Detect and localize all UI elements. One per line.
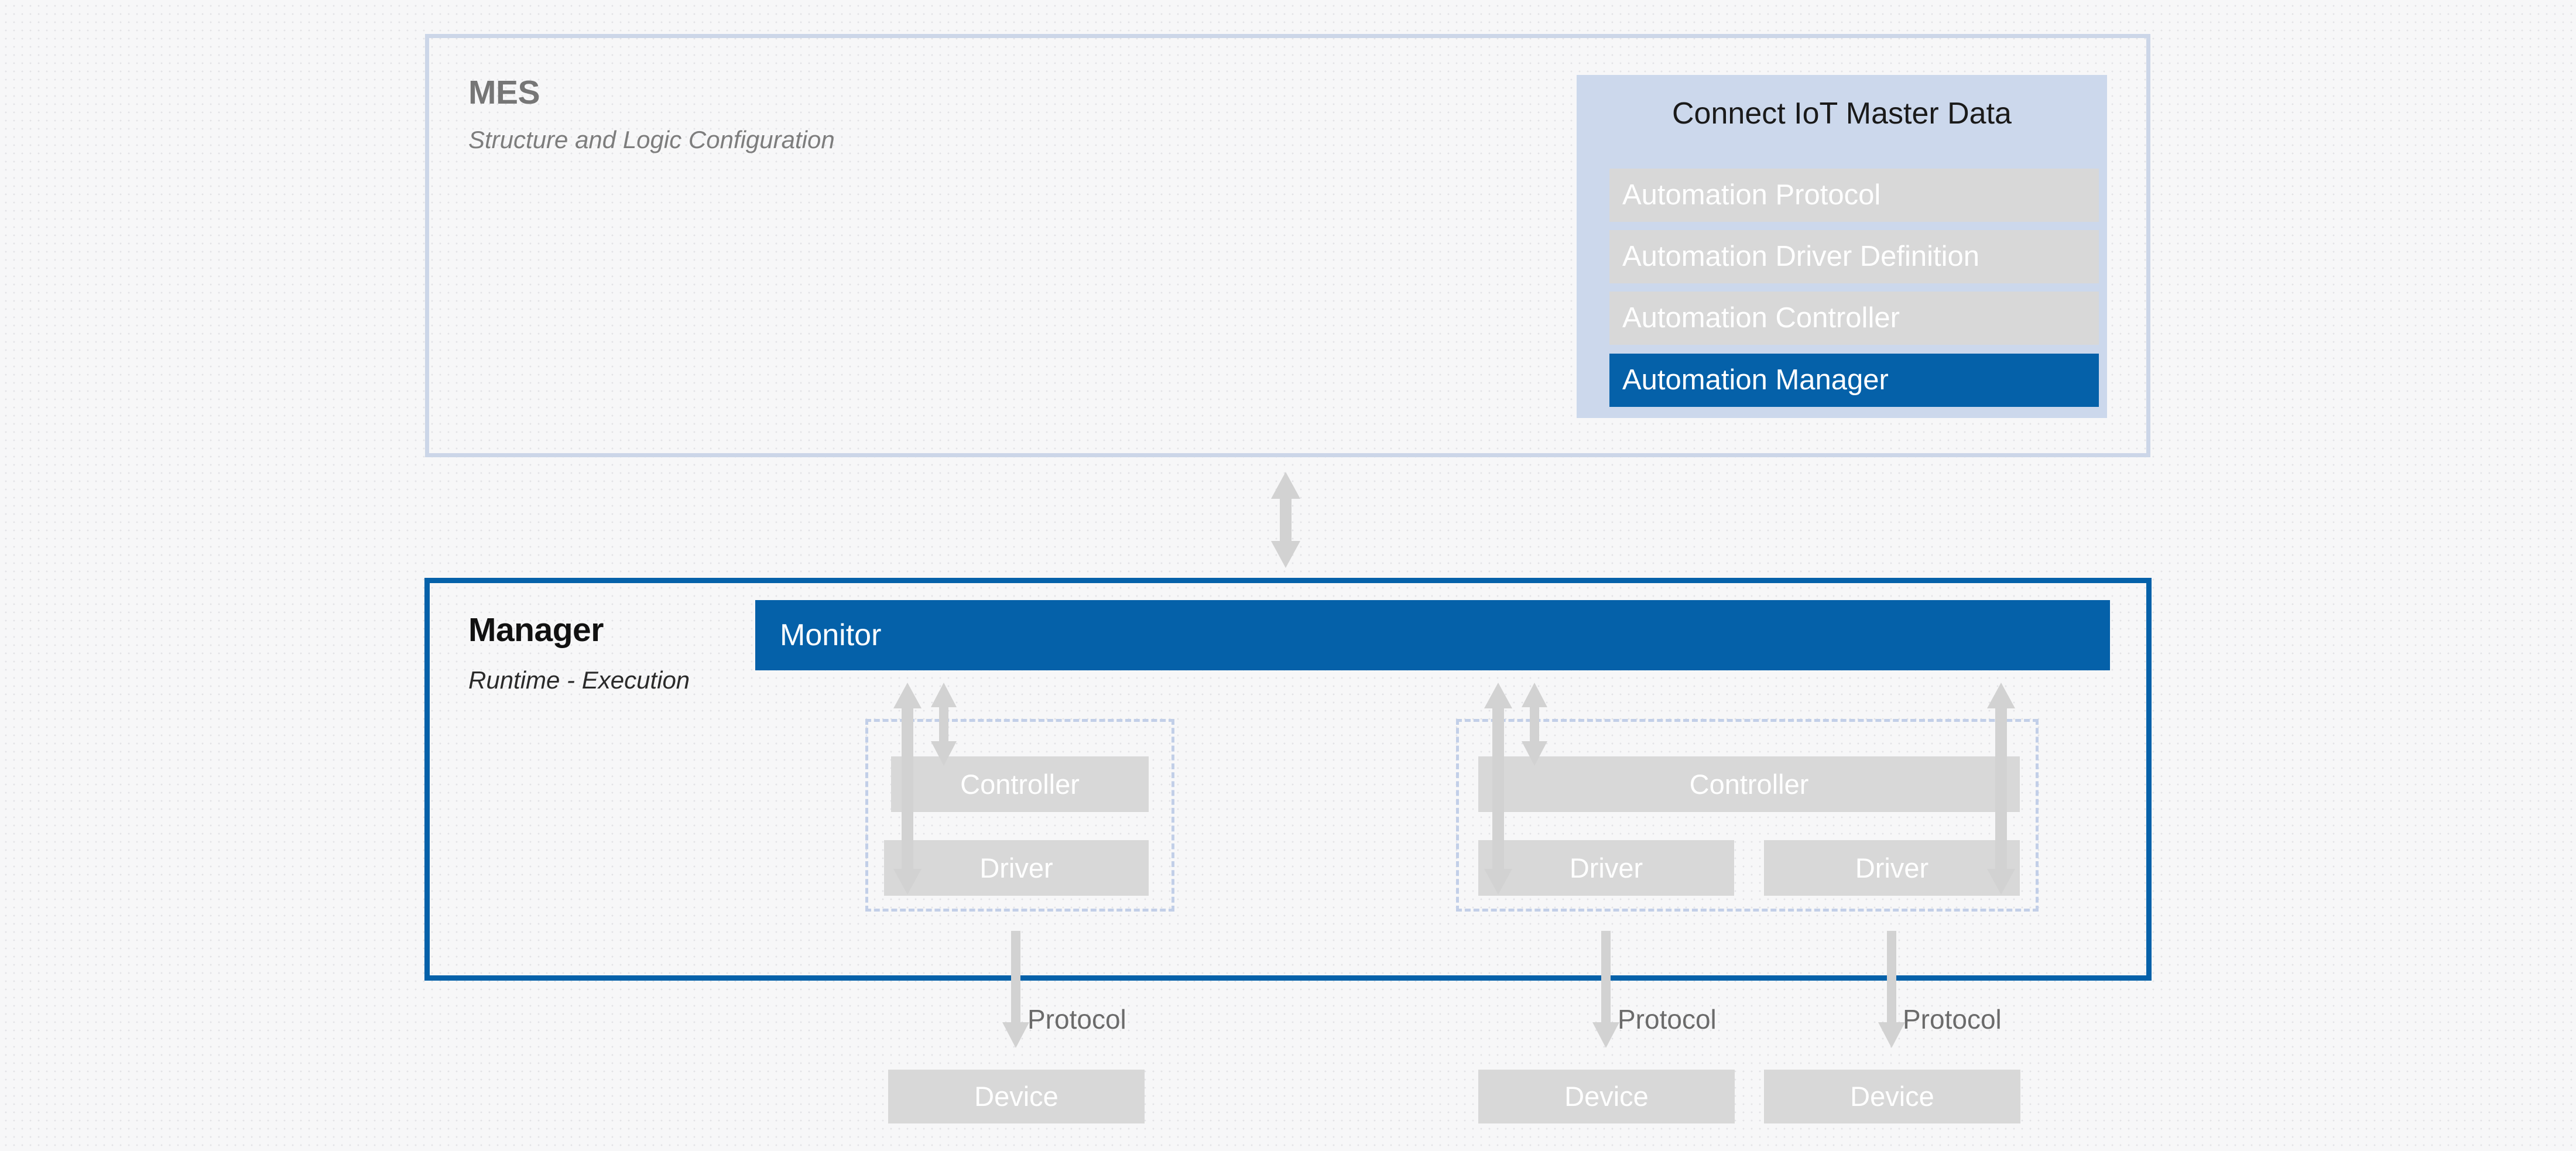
device-label: Device [1564,1081,1649,1112]
master-data-item-automation-driver-definition[interactable]: Automation Driver Definition [1609,230,2099,283]
manager-subtitle: Runtime - Execution [468,666,690,694]
mes-section-box [425,34,2150,457]
mes-subtitle: Structure and Logic Configuration [468,126,835,153]
protocol-label-2: Protocol [1618,1004,1717,1034]
master-data-item-automation-controller[interactable]: Automation Controller [1609,292,2099,345]
protocol-label-3: Protocol [1903,1004,2002,1034]
protocol-label-1: Protocol [1027,1004,1126,1034]
device-box-3[interactable]: Device [1764,1070,2020,1123]
driver-label: Driver [1855,852,1929,883]
manager-section-box [424,578,2152,981]
manager-title: Manager [468,611,604,649]
driver-box-left[interactable]: Driver [884,840,1149,896]
controller-label: Controller [1689,769,1809,800]
device-label: Device [974,1081,1059,1112]
controller-box-left[interactable]: Controller [891,756,1149,812]
runtime-group-right [1456,719,2039,912]
device-box-2[interactable]: Device [1478,1070,1735,1123]
driver-box-right-2[interactable]: Driver [1764,840,2020,896]
device-label: Device [1850,1081,1934,1112]
master-data-title: Connect IoT Master Data [1672,97,2012,131]
driver-box-right-1[interactable]: Driver [1478,840,1734,896]
master-data-item-automation-manager[interactable]: Automation Manager [1609,354,2099,407]
controller-box-right[interactable]: Controller [1478,756,2020,812]
mes-title: MES [468,74,540,111]
driver-label: Driver [979,852,1053,883]
master-data-item-automation-protocol[interactable]: Automation Protocol [1609,169,2099,222]
device-box-1[interactable]: Device [888,1070,1145,1123]
driver-label: Driver [1569,852,1643,883]
monitor-bar[interactable]: Monitor [755,600,2110,670]
controller-label: Controller [960,769,1080,800]
arrow-mes-to-manager-icon [1271,472,1300,568]
master-data-panel: Connect IoT Master Data Automation Proto… [1577,75,2107,418]
runtime-group-left [865,719,1174,912]
